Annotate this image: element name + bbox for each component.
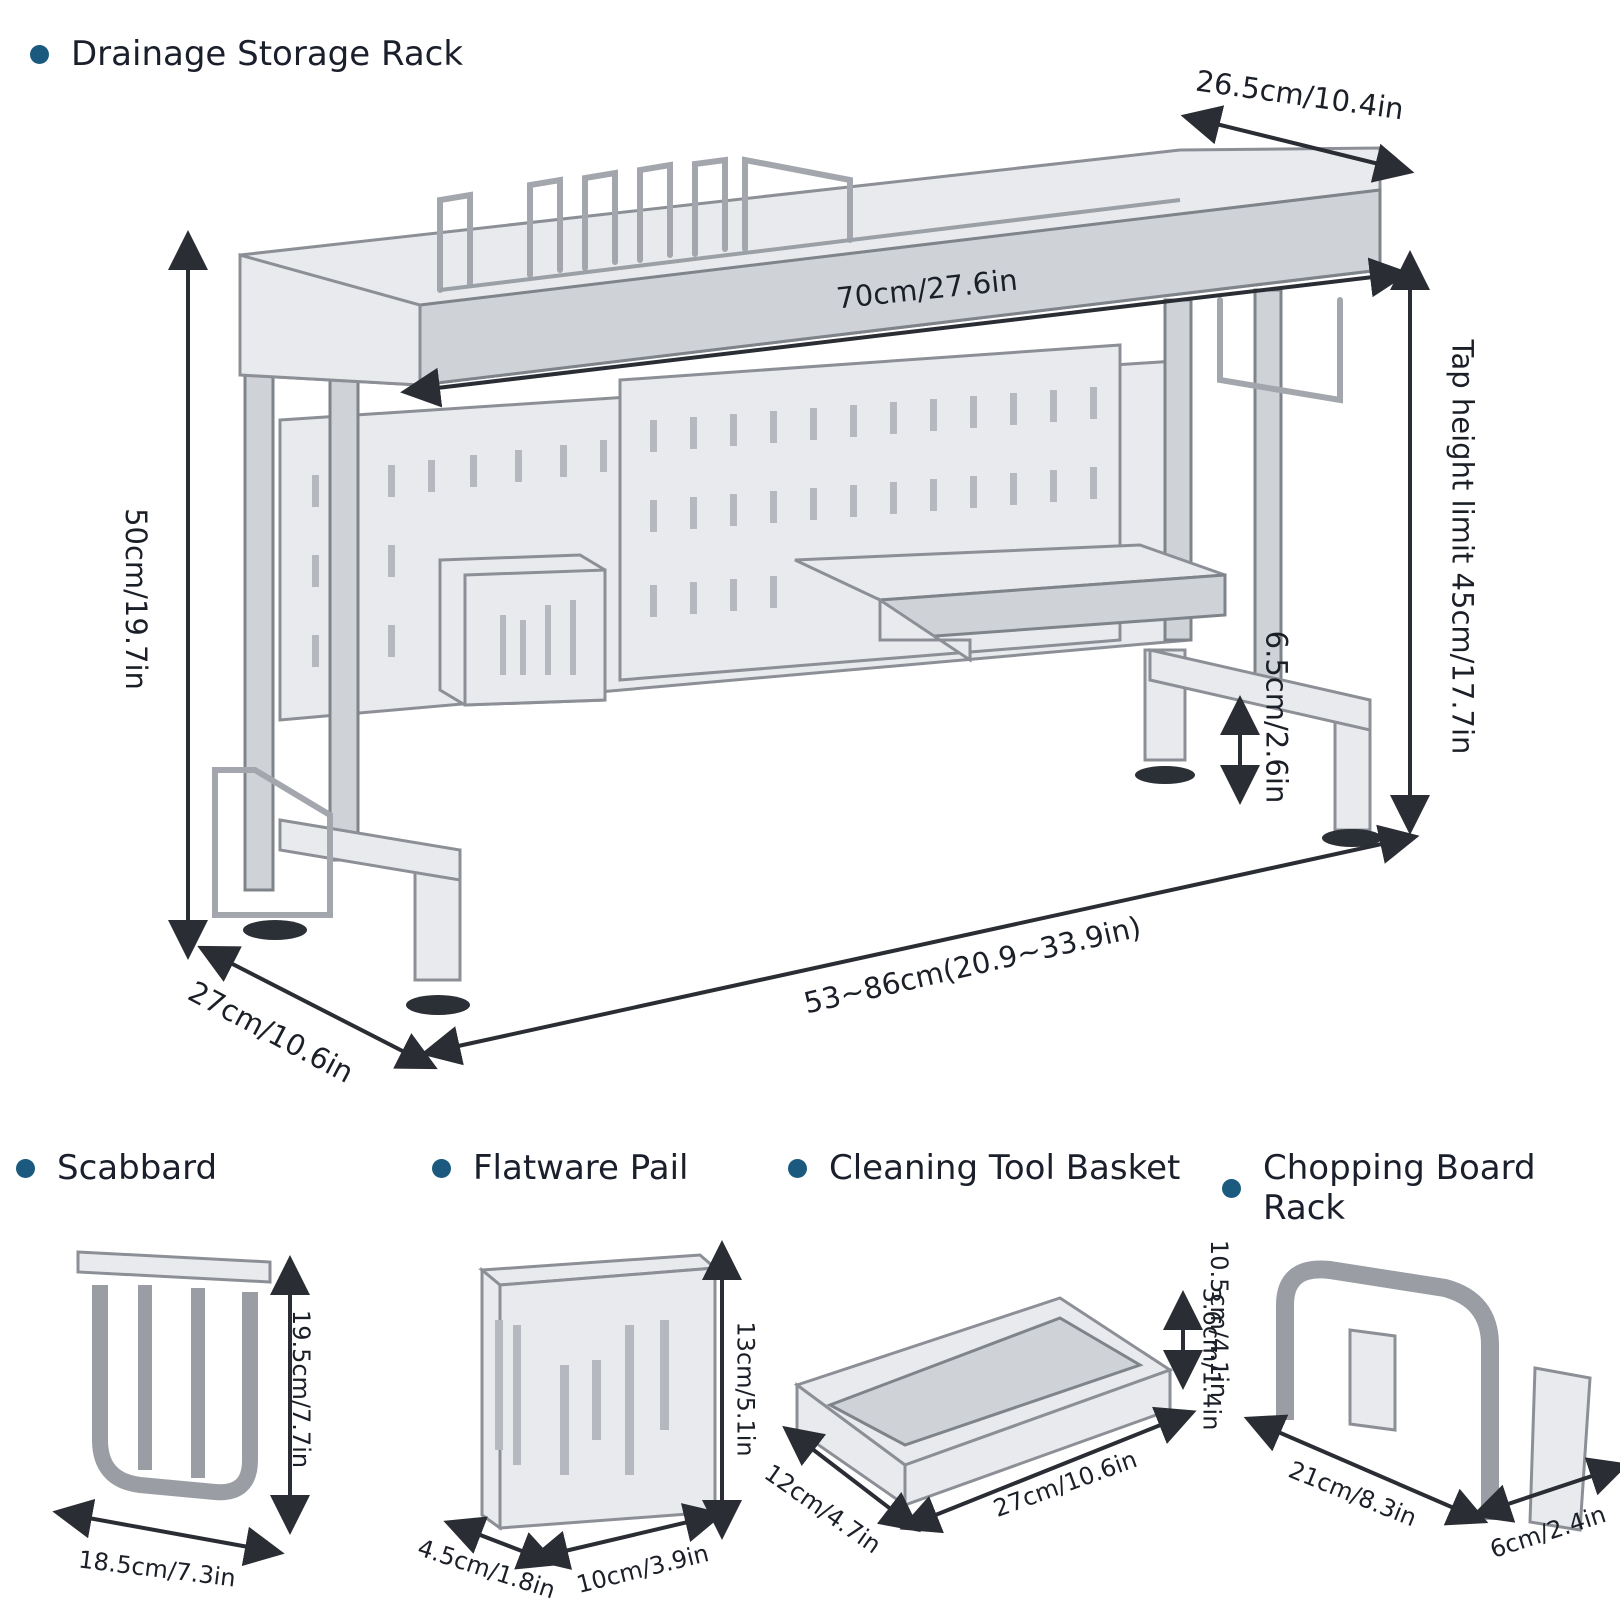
top-tray	[238, 146, 1382, 387]
basket-heading: Cleaning Tool Basket	[788, 1148, 1180, 1188]
scabbard-height: 19.5cm/7.7in	[287, 1309, 316, 1469]
cleaning-basket-illustration	[782, 1290, 1203, 1534]
pail-height: 13cm/5.1in	[731, 1321, 760, 1457]
bullet-icon	[30, 44, 49, 64]
dim-leg-adjust: 6.5cm/2.6in	[1259, 630, 1294, 804]
bullet-icon	[788, 1158, 807, 1178]
basket-title: Cleaning Tool Basket	[829, 1148, 1181, 1188]
hanging-pail	[438, 553, 607, 707]
main-heading: Drainage Storage Rack	[30, 34, 463, 74]
bullet-icon	[432, 1158, 451, 1178]
dim-tap-limit: Tap height limit 45cm/17.7in	[1445, 339, 1480, 755]
chopping-title: Chopping Board Rack	[1263, 1148, 1536, 1228]
main-title: Drainage Storage Rack	[71, 34, 464, 74]
bullet-icon	[1222, 1178, 1241, 1198]
scabbard-heading: Scabbard	[16, 1148, 217, 1188]
flatware-pail-illustration	[443, 1240, 742, 1570]
scabbard-illustration	[52, 1250, 310, 1567]
chopping-heading: Chopping Board Rack	[1222, 1148, 1620, 1228]
hanging-basket	[794, 543, 1227, 663]
bullet-icon	[16, 1158, 35, 1178]
dimension-arrows	[168, 105, 1430, 1070]
chopping-rack-illustration	[1243, 1260, 1620, 1532]
basket-back-height: 10.5cm/4.1in	[1205, 1239, 1234, 1399]
flatware-heading: Flatware Pail	[432, 1148, 688, 1188]
scabbard-title: Scabbard	[57, 1148, 218, 1188]
dim-height: 50cm/19.7in	[118, 508, 153, 690]
flatware-title: Flatware Pail	[473, 1148, 689, 1188]
